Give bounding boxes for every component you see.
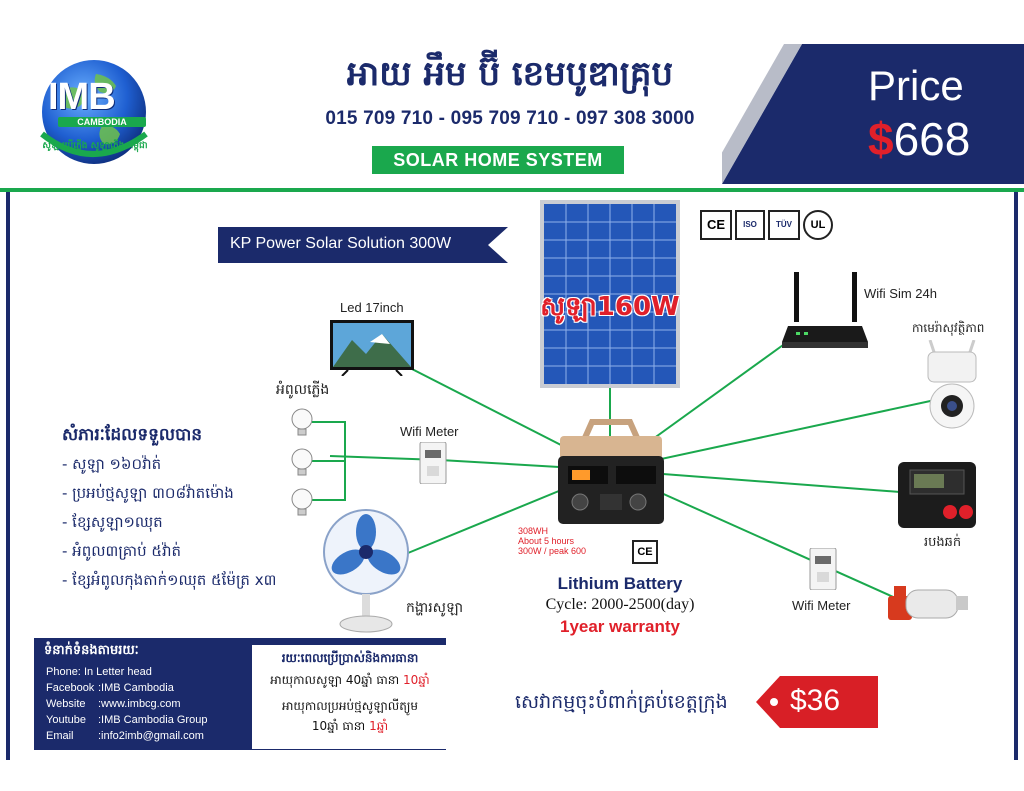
price-banner (722, 44, 1024, 184)
contact-value: :www.imbcg.com (98, 698, 181, 710)
contact-row: Email :info2imb@gmail.com (46, 730, 207, 746)
led-tv-label: Led 17inch (340, 300, 404, 315)
contact-value: :IMB Cambodia (98, 682, 174, 694)
certification-row: CE ISO TÜV UL (700, 210, 833, 240)
contact-label: Youtube (46, 714, 86, 726)
warranty-box (252, 645, 448, 749)
iso-mark-icon: ISO (735, 210, 765, 240)
battery-spec: 308WH About 5 hours 300W / peak 600 (518, 526, 586, 556)
camera-image (927, 340, 977, 429)
wifi-meter-right-label: Wifi Meter (792, 598, 851, 613)
fence-controller-label: របងឆក់ (924, 535, 962, 550)
contact-value: :IMB Cambodia Group (98, 714, 208, 726)
contact-row: Facebook:IMB Cambodia (46, 682, 207, 698)
price-amount: 668 (893, 113, 971, 165)
contact-list: Phone: In Letter head Facebook:IMB Cambo… (46, 666, 207, 746)
contact-label: Email (46, 730, 74, 742)
bulb-icons (291, 408, 313, 516)
solar-panel-label: សូឡា160W (540, 292, 680, 322)
price-value: $668 (868, 112, 970, 166)
kp-banner-text: KP Power Solar Solution 300W (230, 235, 452, 252)
imb-logo (40, 60, 148, 164)
contact-row: Youtube :IMB Cambodia Group (46, 714, 207, 730)
features-list: សំភារៈដែលទទួលបាន - សូឡា ១៦០វ៉ាត់ - ប្រអប… (62, 424, 276, 600)
logo-subtitle: CAMBODIA (58, 117, 146, 127)
ce-mark-icon: CE (700, 210, 732, 240)
features-heading: សំភារៈដែលទទួលបាន (62, 425, 203, 445)
price-label: Price (868, 62, 964, 109)
warranty-highlight: 10ឆ្នាំ (403, 673, 430, 687)
logo-ring-text: សូឡាប្រើភ្លើង សូឡាភ្លើង កម្ពុជា (42, 141, 148, 151)
fence-controller-image (898, 462, 976, 528)
contact-row: Phone: In Letter head (46, 666, 207, 682)
price-tag-icon (756, 676, 878, 728)
solar-fan-label: កង្ហារសូឡា (406, 600, 464, 616)
bulbs-label: អំពូលភ្លើង (276, 382, 330, 398)
wifi-meter-right-image (809, 548, 837, 590)
company-name: អាយ អឹម ប៊ី ខេមបូឌាគ្រុប (346, 54, 674, 94)
contact-label: Website (46, 698, 86, 710)
contact-value: :info2imb@gmail.com (98, 730, 204, 742)
contact-label: Facebook (46, 682, 95, 694)
contact-heading: ទំនាក់ទំនងតាមរយៈ (44, 643, 139, 658)
feature-item: - សូឡា ១៦០វ៉ាត់ (62, 455, 162, 473)
feature-item: - ខ្សែសូឡា១ឈុត (62, 513, 163, 531)
contact-value: In Letter head (83, 666, 152, 678)
power-station-image (558, 419, 664, 524)
water-pump-image (888, 586, 968, 620)
contact-label: Phone: (46, 666, 81, 678)
ul-mark-icon: UL (803, 210, 833, 240)
solar-panel-image (540, 200, 680, 388)
left-border (6, 192, 10, 760)
battery-ce-icon: CE (632, 540, 658, 564)
warranty-text: 10ឆ្នាំ ធានា (311, 719, 370, 733)
price-currency: $ (868, 113, 894, 165)
wifi-meter-left-label: Wifi Meter (400, 424, 459, 439)
led-tv-image (330, 320, 414, 376)
kp-banner (218, 227, 508, 263)
feature-item: - ប្រអប់ថ្មសូឡា ៣០៨វ៉ាតម៉ោង (62, 484, 234, 502)
contact-row: Website :www.imbcg.com (46, 698, 207, 714)
battery-spec-line: About 5 hours (518, 536, 575, 546)
warranty-highlight: 1ឆ្នាំ (369, 719, 389, 733)
router-label: Wifi Sim 24h (864, 286, 937, 301)
phone-numbers: 015 709 710 - 095 709 710 - 097 308 3000 (325, 108, 695, 129)
right-border (1014, 192, 1018, 760)
battery-spec-line: 308WH (518, 526, 549, 536)
delivery-price: $36 (790, 684, 841, 717)
warranty-text: អាយុកាលសូឡា 40ឆ្នាំ ធានា (270, 673, 404, 687)
delivery-text: សេវាកម្មចុះបំពាក់គ្រប់ខេត្តក្រុង (515, 691, 728, 713)
warranty-line-2: អាយុកាលប្រអប់ថ្មសូឡាលីត្យូម (281, 699, 419, 713)
warranty-heading: រយៈពេលប្រើប្រាស់និងការធានា (281, 651, 419, 665)
warranty-line-1: អាយុកាលសូឡា 40ឆ្នាំ ធានា 10ឆ្នាំ (252, 672, 448, 690)
battery-title: Lithium Battery (557, 574, 683, 593)
feature-item: - អំពូល៣គ្រាប់ ៥វ៉ាត់ (62, 542, 182, 560)
battery-cycle: Cycle: 2000-2500(day) (545, 596, 695, 613)
router-image (782, 272, 868, 348)
battery-warranty: 1year warranty (559, 617, 681, 636)
header-divider (0, 188, 1024, 192)
battery-spec-line: 300W / peak 600 (518, 546, 587, 556)
logo-brand: IMB (48, 76, 116, 118)
warranty-line-3: 10ឆ្នាំ ធានា 1ឆ្នាំ (252, 718, 448, 736)
feature-item: - ខ្សែអំពូលកុងតាក់១ឈុត ៥ម៉ែត្រ x៣ (62, 571, 277, 589)
camera-label: កាមេរ៉ាសុវត្ថិភាព (912, 321, 985, 335)
product-type-badge: SOLAR HOME SYSTEM (372, 146, 624, 174)
wifi-meter-left-image (419, 442, 447, 484)
tuv-mark-icon: TÜV (768, 210, 800, 240)
solar-fan-image (323, 509, 409, 633)
